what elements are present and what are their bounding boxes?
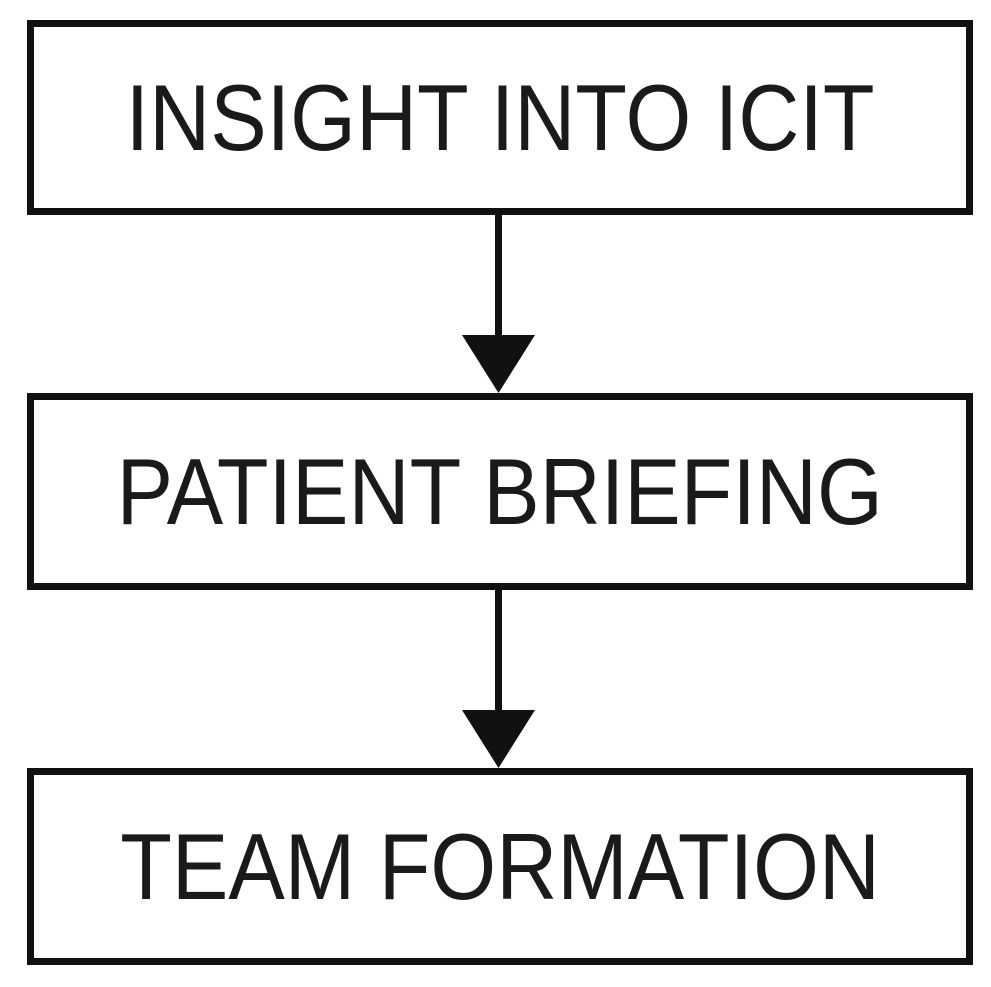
connector-arrow-2 [462, 590, 535, 768]
node-label: INSIGHT INTO ICIT [125, 64, 875, 170]
node-label: PATIENT BRIEFING [116, 438, 884, 544]
arrowhead-down-icon [462, 710, 535, 768]
node-label: TEAM FORMATION [120, 813, 880, 919]
flow-node-insight-into-icit: INSIGHT INTO ICIT [27, 20, 973, 215]
connector-arrow-1 [462, 215, 535, 393]
flow-node-patient-briefing: PATIENT BRIEFING [27, 393, 973, 590]
flow-node-team-formation: TEAM FORMATION [27, 768, 973, 965]
arrowhead-down-icon [462, 335, 535, 393]
